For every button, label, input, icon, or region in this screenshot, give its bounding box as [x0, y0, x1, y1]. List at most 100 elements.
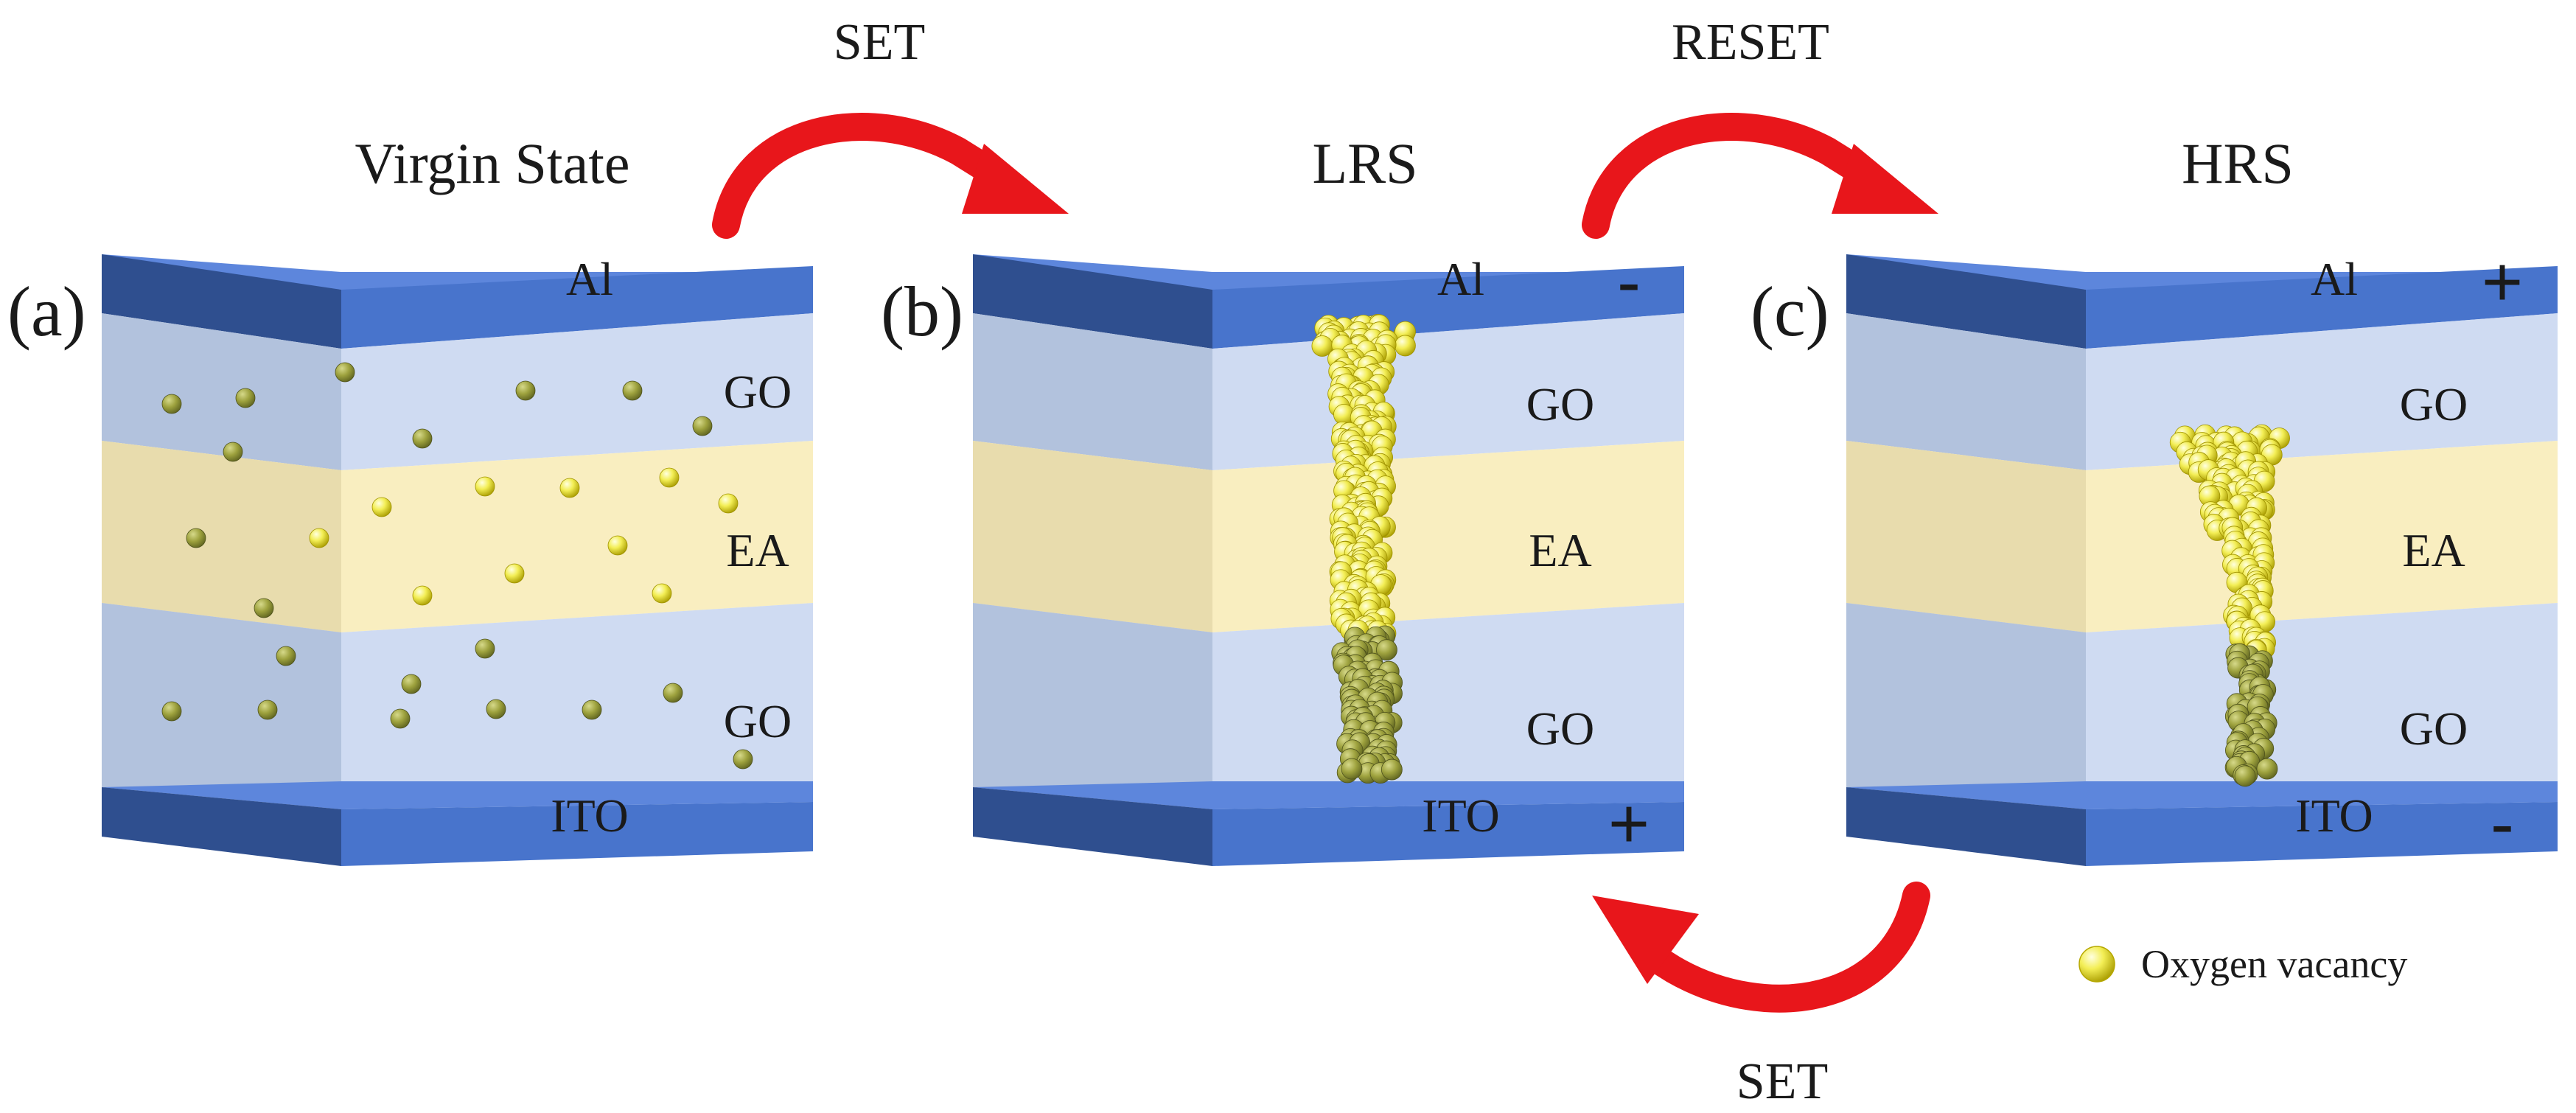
- oxygen-vacancy: [2256, 758, 2278, 780]
- bottom-polarity-sign: -: [2491, 784, 2514, 863]
- oxygen-vacancy: [161, 394, 182, 414]
- oxygen-vacancy-legend-icon: [2078, 946, 2115, 983]
- reset-arrow-b-to-c: [1582, 113, 1938, 239]
- oxygen-vacancy: [223, 442, 243, 462]
- oxygen-vacancy: [659, 467, 680, 488]
- set-label-a-to-b: SET: [834, 14, 925, 71]
- oxygen-vacancy: [335, 362, 355, 383]
- set-arrow-c-to-b: [1592, 882, 1930, 1013]
- top-electrode-label: Al: [2311, 253, 2358, 305]
- oxygen-vacancy: [1341, 758, 1363, 780]
- oxygen-vacancy: [309, 528, 329, 548]
- top-electrode-side-face: [102, 254, 341, 349]
- ea-label: EA: [2402, 524, 2465, 576]
- oxygen-vacancy: [235, 388, 256, 408]
- lower-go-side: [973, 603, 1212, 809]
- top-electrode-front-face: [341, 266, 813, 349]
- oxygen-vacancy: [161, 701, 182, 722]
- set-label-c-to-b: SET: [1736, 1053, 1828, 1110]
- lower-go-label: GO: [2400, 702, 2468, 755]
- lower-go-side: [1846, 603, 2086, 809]
- ea-label: EA: [1529, 524, 1591, 576]
- oxygen-vacancy: [401, 674, 422, 694]
- oxygen-vacancy: [257, 699, 278, 720]
- upper-go-label: GO: [2400, 378, 2468, 430]
- bottom-electrode-side-face: [973, 787, 1212, 866]
- top-electrode-label: Al: [566, 253, 613, 305]
- bottom-electrode-side-face: [1846, 787, 2086, 866]
- ea-label: EA: [726, 524, 789, 576]
- oxygen-vacancy: [412, 585, 433, 606]
- bottom-electrode-label: ITO: [2295, 789, 2373, 842]
- panel-b-letter: (b): [881, 272, 963, 351]
- upper-go-side: [1846, 313, 2086, 470]
- upper-go-label: GO: [1526, 378, 1594, 430]
- ea-side: [973, 441, 1212, 632]
- oxygen-vacancy: [652, 583, 672, 604]
- ea-side: [1846, 441, 2086, 632]
- oxygen-vacancy: [276, 646, 296, 666]
- bottom-electrode-top-face: [1846, 781, 2558, 809]
- bottom-electrode-label: ITO: [551, 789, 628, 842]
- bottom-electrode-top-face: [102, 781, 813, 809]
- oxygen-vacancy: [622, 380, 643, 401]
- oxygen-vacancy: [1381, 758, 1403, 781]
- panel-a-letter: (a): [7, 272, 86, 351]
- ea-side: [102, 441, 341, 632]
- bottom-electrode-front-face: [1212, 802, 1684, 866]
- reset-label-b-to-c: RESET: [1672, 14, 1829, 71]
- bottom-electrode-side-face: [102, 787, 341, 866]
- set-arrow-head-bottom: [1592, 896, 1699, 984]
- oxygen-vacancy: [718, 493, 739, 514]
- oxygen-vacancy: [412, 428, 433, 449]
- oxygen-vacancy: [692, 416, 713, 436]
- oxygen-vacancy: [607, 535, 628, 556]
- top-electrode-side-face: [973, 254, 1212, 349]
- top-polarity-sign: -: [1617, 243, 1641, 321]
- oxygen-vacancy: [486, 699, 506, 719]
- oxygen-vacancy: [371, 497, 392, 517]
- panel-a-title: Virgin State: [355, 131, 629, 195]
- upper-go-side: [102, 313, 341, 470]
- bottom-electrode-front-face: [2086, 802, 2558, 866]
- oxygen-vacancy: [254, 598, 274, 618]
- top-electrode-label: Al: [1437, 253, 1484, 305]
- set-arrow-a-to-b: [712, 113, 1069, 239]
- top-polarity-sign: +: [2482, 243, 2523, 321]
- lower-go-side: [102, 603, 341, 809]
- reset-arrow-head: [1832, 144, 1938, 214]
- upper-go-label: GO: [724, 366, 792, 418]
- set-arrow-head: [962, 144, 1069, 214]
- oxygen-vacancy: [2234, 765, 2256, 787]
- top-electrode-front-face: [2086, 266, 2558, 349]
- oxygen-vacancy: [186, 528, 206, 548]
- legend: Oxygen vacancy: [2078, 942, 2407, 986]
- lower-go-label: GO: [1526, 702, 1594, 755]
- top-electrode-side-face: [1846, 254, 2086, 349]
- oxygen-vacancy: [475, 476, 495, 497]
- oxygen-vacancy: [733, 749, 753, 770]
- bottom-electrode-front-face: [341, 802, 813, 866]
- bottom-electrode-label: ITO: [1422, 789, 1499, 842]
- oxygen-vacancy: [1376, 639, 1397, 661]
- oxygen-vacancy: [1395, 335, 1416, 357]
- oxygen-vacancy: [390, 708, 411, 729]
- lower-go-label: GO: [724, 695, 792, 747]
- bottom-electrode-top-face: [973, 781, 1684, 809]
- panel-b-title: LRS: [1312, 131, 1417, 195]
- bottom-polarity-sign: +: [1608, 784, 1650, 863]
- oxygen-vacancy: [582, 699, 602, 720]
- legend-label: Oxygen vacancy: [2141, 942, 2407, 986]
- panel-c-letter: (c): [1751, 272, 1829, 351]
- oxygen-vacancy: [504, 563, 525, 584]
- oxygen-vacancy: [663, 683, 683, 703]
- oxygen-vacancy: [559, 478, 580, 498]
- panel-c-title: HRS: [2182, 131, 2294, 195]
- oxygen-vacancy: [515, 380, 536, 401]
- upper-go-side: [973, 313, 1212, 470]
- oxygen-vacancy: [475, 638, 495, 659]
